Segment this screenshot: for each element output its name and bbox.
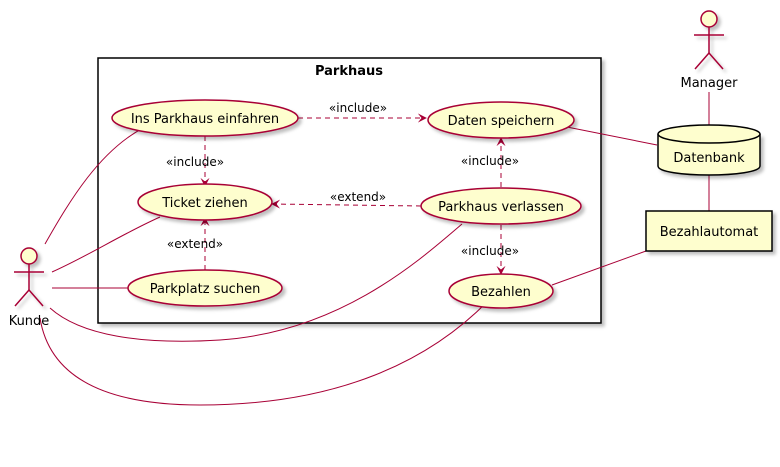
label-verlassen-daten: «include» [461,154,519,168]
node-bezahlautomat[interactable]: Bezahlautomat [645,210,773,252]
use-case-parkplatz-suchen[interactable]: Parkplatz suchen [127,269,283,307]
associations [39,92,710,406]
use-case-daten-speichern[interactable]: Daten speichern [427,101,575,139]
relation-labels: «include» «include» «extend» «include» «… [166,101,519,258]
assoc-kunde-verlassen [49,223,463,342]
use-case-label: Ticket ziehen [161,196,248,211]
assoc-kunde-ticket [51,216,161,273]
use-case-label: Daten speichern [448,114,555,129]
use-case-label: Bezahlen [471,285,531,300]
use-case-ins-parkhaus-einfahren[interactable]: Ins Parkhaus einfahren [111,99,299,137]
use-case-label: Parkplatz suchen [150,282,261,297]
label-verlassen-ticket: «extend» [330,190,386,204]
use-case-ticket-ziehen[interactable]: Ticket ziehen [137,183,273,221]
system-title: Parkhaus [315,64,383,79]
dep-verlassen-ticket [271,199,422,209]
use-case-parkhaus-verlassen[interactable]: Parkhaus verlassen [420,187,582,225]
actor-kunde[interactable]: Kunde [9,247,50,329]
node-label: Bezahlautomat [660,225,759,240]
assoc-kunde-bezahlen [39,300,489,406]
database-datenbank[interactable]: Datenbank [657,124,761,176]
assoc-daten-datenbank [566,126,658,146]
use-case-bezahlen[interactable]: Bezahlen [448,273,554,309]
assoc-bezahlen-bezahlautomat [551,250,647,286]
label-verlassen-bezahlen: «include» [461,244,519,258]
actor-head-icon [700,10,718,28]
actor-manager[interactable]: Manager [681,10,739,91]
label-einfahren-daten: «include» [329,101,387,115]
actor-head-icon [20,247,38,265]
assoc-kunde-einfahren [44,126,146,245]
actor-label: Kunde [9,314,50,329]
database-label: Datenbank [673,151,745,166]
use-case-label: Parkhaus verlassen [438,200,564,215]
label-einfahren-ticket: «include» [166,155,224,169]
label-parkplatz-ticket: «extend» [167,237,223,251]
dependencies [200,113,506,275]
actor-label: Manager [681,76,739,91]
use-case-label: Ins Parkhaus einfahren [131,112,279,127]
